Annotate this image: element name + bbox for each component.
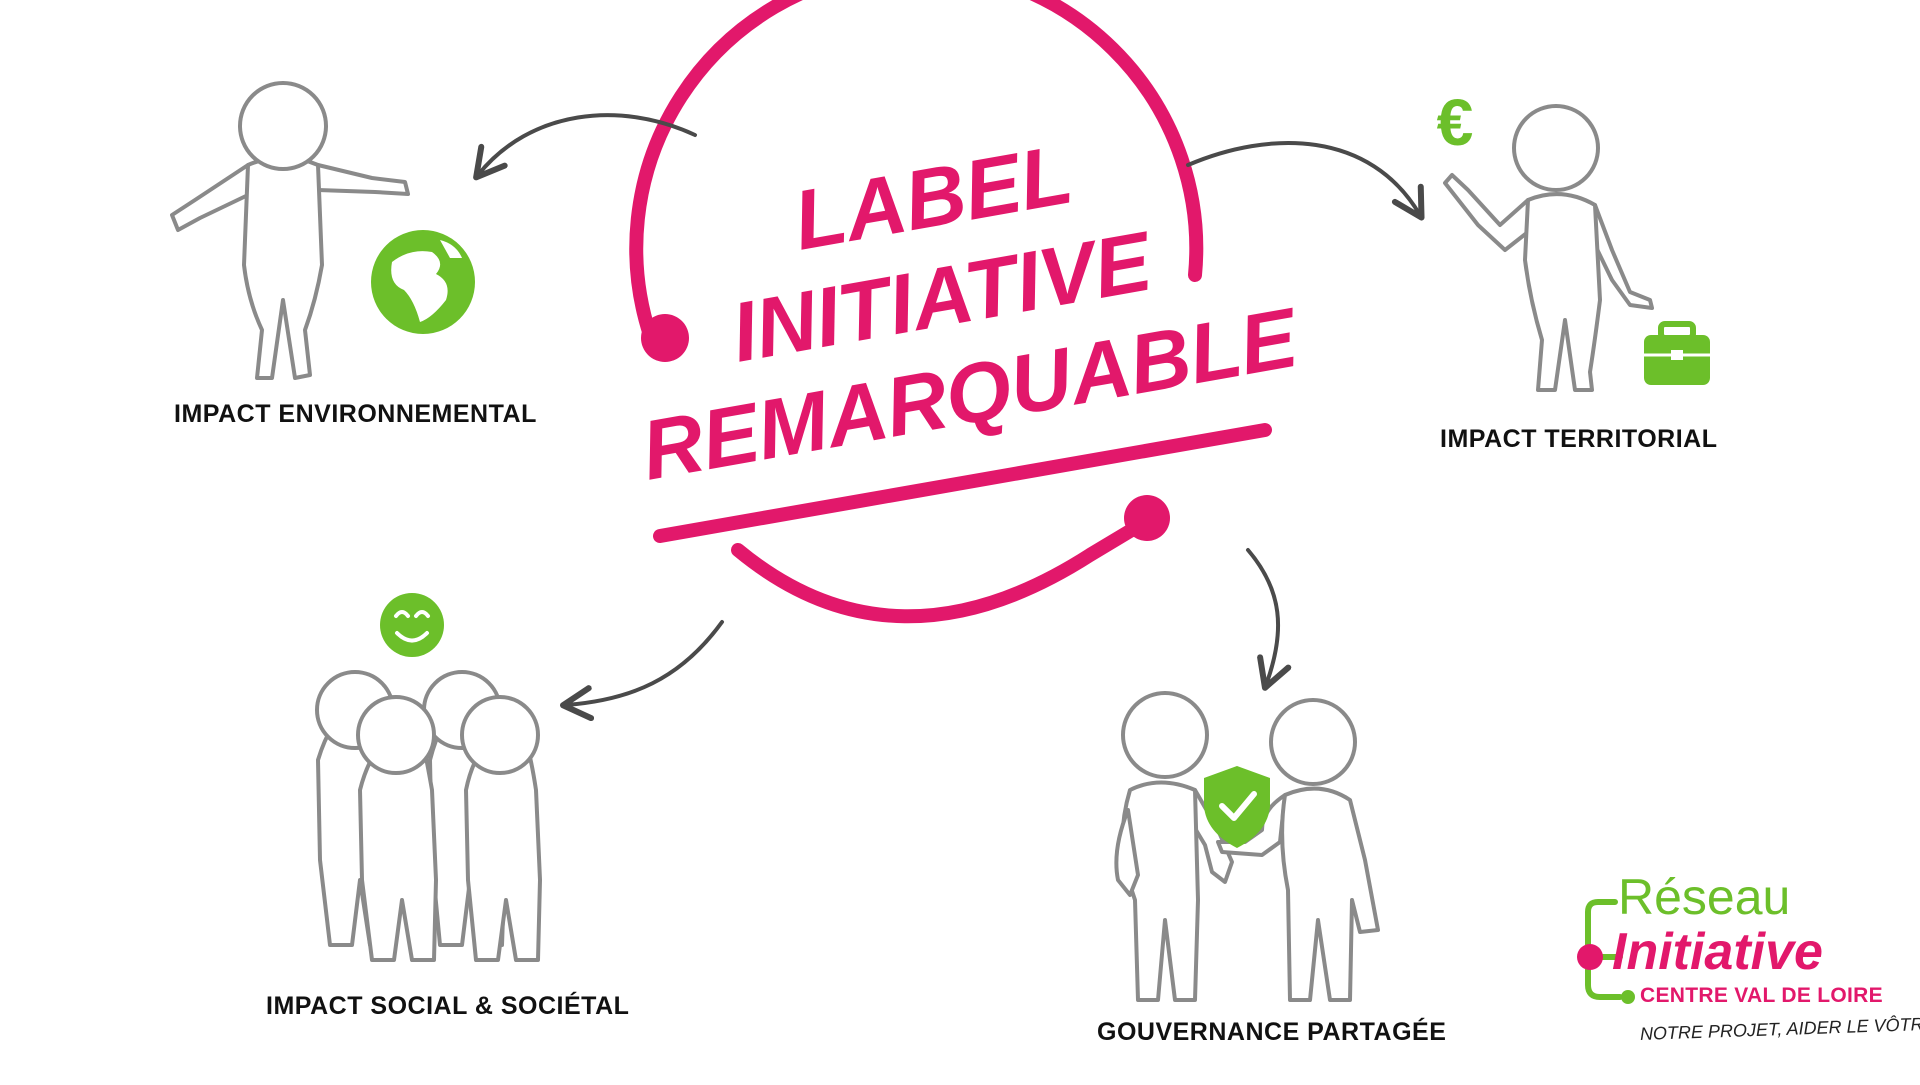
caption-environmental: IMPACT ENVIRONNEMENTAL bbox=[174, 400, 537, 428]
briefcase-icon bbox=[1644, 321, 1710, 385]
figure-pair-governance bbox=[1114, 691, 1380, 1002]
globe-icon bbox=[371, 230, 475, 334]
badge-right-dot bbox=[1124, 495, 1170, 541]
logo-graphic bbox=[1577, 899, 1635, 1004]
figure-group-social bbox=[315, 670, 542, 962]
badge-upper-arc bbox=[629, 0, 1204, 342]
badge-left-dot bbox=[641, 314, 689, 362]
figure-territorial bbox=[1443, 104, 1654, 392]
euro-icon: € bbox=[1437, 85, 1474, 159]
caption-social: IMPACT SOCIAL & SOCIÉTAL bbox=[266, 992, 630, 1020]
logo-word-reseau: Réseau bbox=[1618, 869, 1791, 925]
badge-lower-arc bbox=[731, 515, 1152, 624]
central-badge: LABEL INITIATIVE REMARQUABLE bbox=[629, 0, 1307, 624]
arrow-to-environmental bbox=[473, 113, 697, 181]
smiley-icon bbox=[380, 593, 444, 657]
figure-environmental bbox=[170, 81, 410, 380]
arrow-to-governance bbox=[1246, 548, 1292, 691]
arrows bbox=[473, 113, 1425, 722]
caption-territorial: IMPACT TERRITORIAL bbox=[1440, 425, 1718, 453]
shield-check-icon bbox=[1204, 766, 1270, 848]
badge-underline bbox=[653, 423, 1272, 543]
arrow-to-social bbox=[560, 620, 724, 722]
logo-region: CENTRE VAL DE LOIRE bbox=[1640, 984, 1883, 1007]
logo-word-initiative: Initiative bbox=[1612, 923, 1823, 981]
caption-governance: GOUVERNANCE PARTAGÉE bbox=[1097, 1018, 1447, 1046]
arrow-to-territorial bbox=[1186, 141, 1425, 221]
